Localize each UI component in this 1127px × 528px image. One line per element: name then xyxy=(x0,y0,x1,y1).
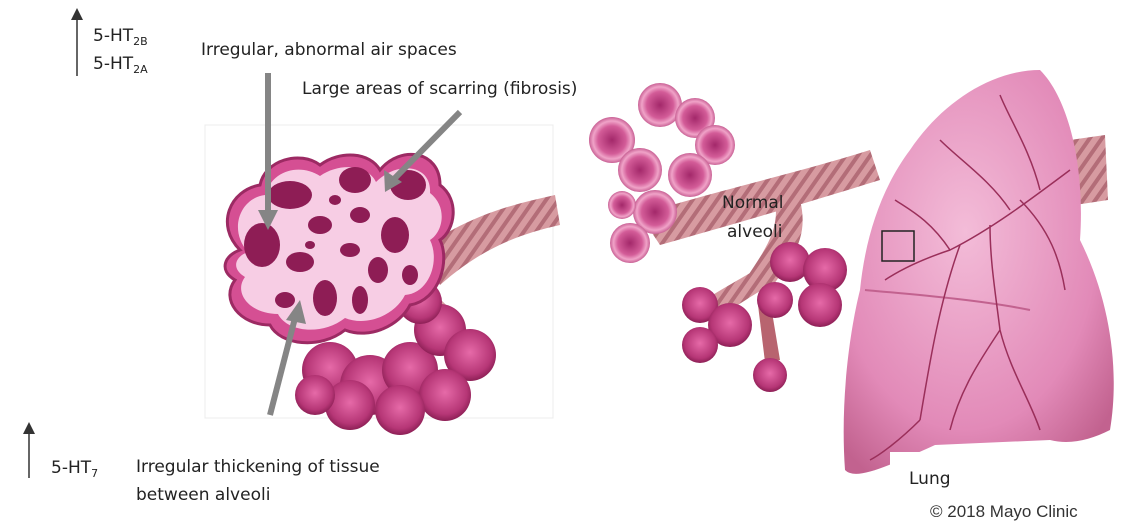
lung-shape xyxy=(844,70,1114,474)
label-fibrosis: Large areas of scarring (fibrosis) xyxy=(302,79,577,99)
label-normal-line1: Normal xyxy=(722,193,784,213)
receptor-arrows xyxy=(23,8,83,478)
label-thickening-line1: Irregular thickening of tissue xyxy=(136,457,380,477)
label-thickening-line2: between alveoli xyxy=(136,485,270,505)
lung-group xyxy=(844,70,1114,474)
label-lung: Lung xyxy=(909,469,951,489)
receptor-label-2a: 5-HT2A xyxy=(93,54,148,74)
receptor-label-7: 5-HT7 xyxy=(51,458,98,478)
label-normal-line2: alveoli xyxy=(727,222,783,242)
copyright-text: © 2018 Mayo Clinic xyxy=(930,502,1078,522)
label-air-spaces: Irregular, abnormal air spaces xyxy=(201,40,457,60)
receptor-label-2b: 5-HT2B xyxy=(93,26,148,46)
